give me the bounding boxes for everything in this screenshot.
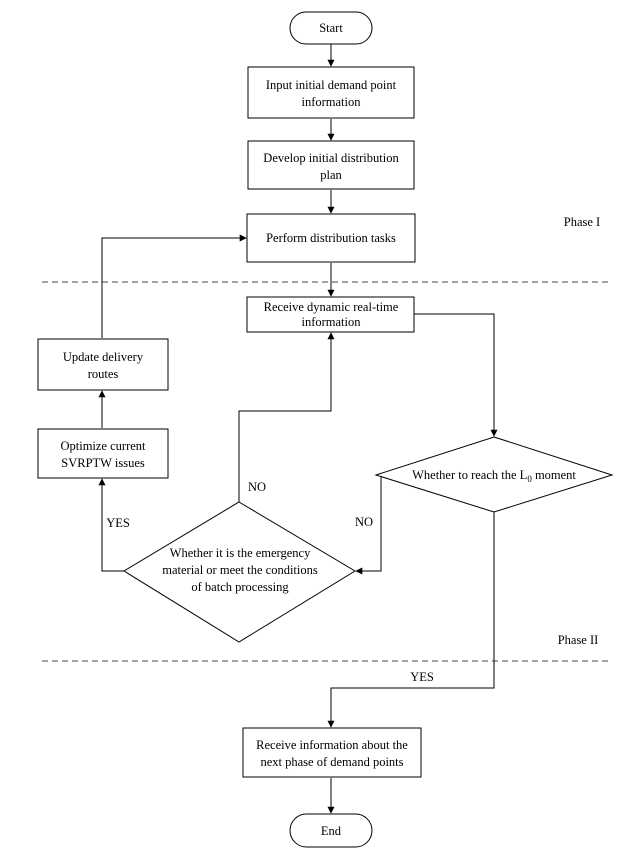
arrow-emergency-yes-to-optimize xyxy=(98,478,124,572)
arrow-receive-to-reach xyxy=(414,313,498,437)
phase-1-label: Phase I xyxy=(564,215,600,229)
start-label: Start xyxy=(319,21,343,35)
emergency-label-2: material or meet the conditions xyxy=(162,563,318,577)
input-demand-box: Input initial demand point information xyxy=(247,66,415,119)
input-demand-label-2: information xyxy=(301,95,361,109)
receive-dynamic-label-2: information xyxy=(301,315,361,329)
develop-plan-label-2: plan xyxy=(320,168,342,182)
perform-tasks-box: Perform distribution tasks xyxy=(246,213,416,263)
input-demand-label-1: Input initial demand point xyxy=(266,78,397,92)
emergency-no-label: NO xyxy=(248,480,266,494)
connectors xyxy=(98,44,498,814)
optimize-svrptw-label-2: SVRPTW issues xyxy=(61,456,145,470)
optimize-svrptw-box: Optimize current SVRPTW issues xyxy=(37,428,169,479)
reach-no-label: NO xyxy=(355,515,373,529)
emergency-label-1: Whether it is the emergency xyxy=(170,546,311,560)
receive-dynamic-label-1: Receive dynamic real-time xyxy=(264,300,399,314)
arrow-emergency-no-to-receive xyxy=(238,332,335,502)
develop-plan-label-1: Develop initial distribution xyxy=(263,151,399,165)
arrow-reach-yes-to-next xyxy=(327,512,495,728)
update-routes-label-2: routes xyxy=(88,367,119,381)
arrow-update-to-perform xyxy=(101,234,247,338)
emergency-decision: Whether it is the emergency material or … xyxy=(123,501,356,643)
reach-yes-label: YES xyxy=(410,670,434,684)
phase-2-label: Phase II xyxy=(558,633,599,647)
emergency-yes-label: YES xyxy=(106,516,130,530)
optimize-svrptw-label-1: Optimize current xyxy=(60,439,146,453)
perform-tasks-label: Perform distribution tasks xyxy=(266,231,396,245)
next-phase-label-1: Receive information about the xyxy=(256,738,408,752)
end-label: End xyxy=(321,824,342,838)
arrow-reach-no-to-emergency xyxy=(355,475,382,575)
start-terminal: Start xyxy=(289,11,373,45)
emergency-label-3: of batch processing xyxy=(191,580,289,594)
next-phase-box: Receive information about the next phase… xyxy=(242,727,422,778)
next-phase-label-2: next phase of demand points xyxy=(260,755,403,769)
end-terminal: End xyxy=(289,813,373,848)
develop-plan-box: Develop initial distribution plan xyxy=(247,140,415,190)
update-routes-box: Update delivery routes xyxy=(37,338,169,391)
reach-l0-decision: Whether to reach the L0 moment xyxy=(374,436,614,513)
update-routes-label-1: Update delivery xyxy=(63,350,144,364)
receive-dynamic-box: Receive dynamic real-time information xyxy=(246,296,415,333)
reach-l0-label: Whether to reach the L0 moment xyxy=(412,468,576,484)
